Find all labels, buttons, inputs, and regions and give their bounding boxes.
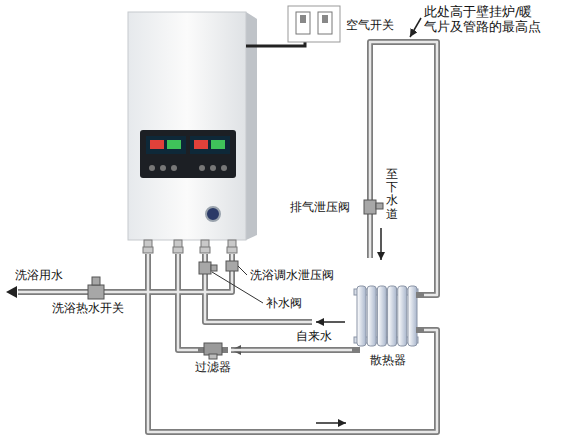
- air-switch: [288, 6, 340, 42]
- boiler: [190, 136, 230, 154]
- node-label: 过滤器: [195, 360, 231, 374]
- radiator: 散热器: [352, 283, 424, 367]
- part-label: 排气泄压阀: [290, 200, 350, 214]
- flow-arrow: [6, 18, 421, 423]
- radiator-fin: [408, 286, 417, 346]
- pipe-outline: [231, 347, 352, 353]
- valve-symbol: [364, 200, 376, 214]
- filter-valve: 过滤器: [195, 340, 231, 374]
- note-label: 此处高于壁挂炉/暖 气片及管路的最高点: [424, 4, 549, 34]
- pipe: [370, 42, 437, 295]
- air-switch: [246, 42, 305, 46]
- filter-body: [204, 343, 222, 355]
- boiler: [160, 165, 166, 171]
- valve-symbol: [376, 203, 383, 209]
- flow-arrow: [316, 321, 345, 323]
- flow-arrow: [380, 228, 382, 260]
- boiler: [149, 165, 155, 171]
- boiler: [171, 165, 177, 171]
- valve-symbol: [226, 261, 238, 271]
- boiler: [167, 140, 181, 149]
- leader-line: [238, 266, 247, 275]
- radiator-fin: [367, 286, 376, 346]
- flow-arrow: [410, 18, 421, 37]
- radiator-fin: [377, 286, 386, 346]
- boiler-fitting: [227, 247, 237, 253]
- radiator-fin: [357, 286, 366, 346]
- valve-symbol: [88, 200, 383, 299]
- part-label: 补水阀: [266, 296, 302, 310]
- pipe: [205, 254, 312, 322]
- part-label: 洗浴热水开关: [52, 301, 124, 315]
- pipe-core: [205, 254, 312, 322]
- part-label: 空气开关: [346, 18, 394, 32]
- boiler: [128, 12, 257, 240]
- boiler-fitting: [143, 247, 153, 253]
- boiler: [194, 140, 208, 149]
- valve-symbol: [88, 285, 104, 299]
- valve-symbol: [211, 265, 217, 271]
- pipe-core: [148, 254, 437, 432]
- valve-symbol: [92, 277, 100, 285]
- part-label: 洗浴调水泄压阀: [250, 268, 334, 282]
- flow-arrow: [6, 286, 17, 298]
- flow-arrow: [316, 422, 346, 424]
- pipe: [18, 42, 437, 432]
- pipe-core: [370, 42, 437, 295]
- pipe-stub: [352, 347, 360, 353]
- node-label: 散热器: [352, 353, 424, 367]
- boiler: [206, 207, 220, 221]
- boiler: [128, 12, 246, 240]
- valve-symbol: [199, 262, 211, 274]
- filter-cap: [209, 354, 217, 359]
- air-switch: [318, 12, 332, 34]
- pipe: [148, 254, 437, 432]
- radiator-fin: [398, 286, 407, 346]
- flow-label: 自来水: [296, 329, 332, 343]
- pipe-stub: [416, 327, 424, 333]
- boiler-fitting: [173, 247, 183, 253]
- pipe-core: [231, 349, 352, 352]
- air-switch: [296, 12, 310, 34]
- boiler-fitting: [143, 240, 237, 253]
- flow-label: 至下水道: [386, 168, 398, 221]
- flow-label: 洗浴用水: [15, 268, 63, 282]
- radiator-fin: [388, 286, 397, 346]
- pipe-stub: [416, 292, 424, 298]
- boiler: [150, 140, 164, 149]
- boiler: [146, 136, 186, 154]
- air-switch: [322, 15, 328, 23]
- boiler-fitting: [200, 247, 210, 253]
- boiler: [199, 165, 205, 171]
- air-switch: [300, 15, 306, 23]
- boiler: [140, 130, 236, 178]
- radiator-symbol: [352, 283, 424, 353]
- pipe-connector: [231, 350, 352, 351]
- boiler: [211, 140, 225, 149]
- air-switch: [246, 6, 340, 46]
- pipe-core: [18, 42, 437, 432]
- boiler: [221, 165, 227, 171]
- filter-valve-symbol: [198, 340, 228, 360]
- boiler: [210, 165, 216, 171]
